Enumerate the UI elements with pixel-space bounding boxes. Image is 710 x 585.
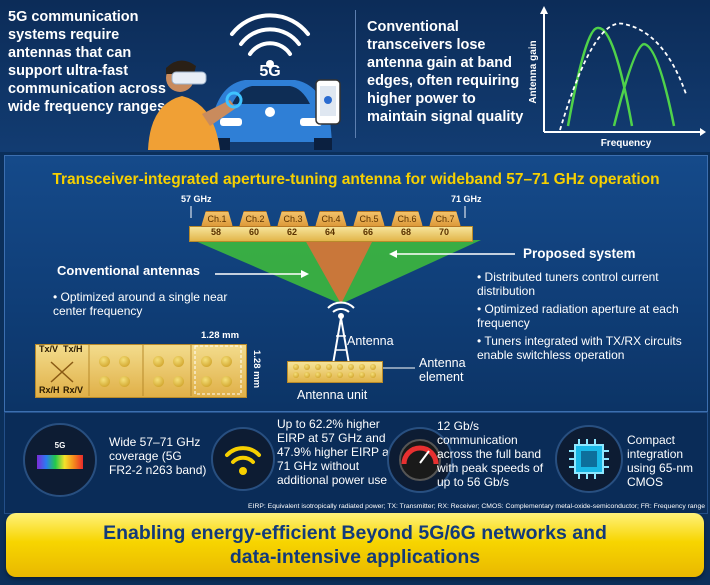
- antenna-unit-label: Antenna unit: [297, 388, 368, 402]
- 5g-badge: 5G: [259, 63, 280, 80]
- banner-line-2: data-intensive applications: [229, 546, 481, 568]
- antenna-element-dot: [348, 364, 354, 370]
- proposed-bullet: • Tuners integrated with TX/RX circuits …: [477, 334, 682, 362]
- car-icon: [210, 80, 332, 150]
- wifi-icon: [211, 427, 275, 491]
- antenna-element-dot: [304, 364, 310, 370]
- board-element-dot: [153, 356, 164, 367]
- dimension-width: 1.28 mm: [201, 330, 240, 341]
- diagram-title: Transceiver-integrated aperture-tuning a…: [52, 171, 660, 188]
- channel-freq-5: 66: [362, 227, 373, 237]
- freq-end-label: 71 GHz: [451, 194, 482, 204]
- antenna-element-dot: [337, 364, 343, 370]
- channel-chip-3: Ch.3: [277, 211, 309, 227]
- antenna-element-dot: [326, 372, 332, 378]
- channel-freq-2: 60: [248, 227, 259, 237]
- proposed-bullet: • Optimized radiation aperture at each f…: [477, 302, 679, 330]
- board-element-dot: [119, 376, 130, 387]
- board-element-dot: [173, 376, 184, 387]
- proposed-bullets: • Distributed tuners control current dis…: [477, 270, 702, 362]
- antenna-element-dot: [370, 372, 376, 378]
- board-element-dot: [153, 376, 164, 387]
- channel-freq-1: 58: [210, 227, 221, 237]
- antenna-element-dot: [326, 364, 332, 370]
- smartphone-icon: [315, 79, 341, 125]
- antenna-element-dot: [293, 372, 299, 378]
- features-strip: 5G Wide 57–71 GHz coverage (5G FR2-2 n26…: [4, 412, 708, 514]
- board-element-dot: [173, 356, 184, 367]
- feature-eirp-text: Up to 62.2% higher EIRP at 57 GHz and 47…: [277, 417, 393, 487]
- antenna-element-dot: [370, 364, 376, 370]
- channel-chip-4: Ch.4: [315, 211, 347, 227]
- conventional-title: Conventional antennas: [57, 263, 201, 278]
- antenna-element-dot: [315, 364, 321, 370]
- conventional-bullet-text: Optimized around a single near center fr…: [53, 290, 228, 318]
- channel-chip-1: Ch.1: [201, 211, 233, 227]
- intro-text: 5G communication systems require antenna…: [8, 9, 166, 115]
- conclusion-banner: Enabling energy-efficient Beyond 5G/6G n…: [6, 513, 704, 577]
- antenna-gain-graph: Antenna gain Frequency: [528, 6, 706, 148]
- antenna-element-dot: [293, 364, 299, 370]
- person-with-vr-icon: [148, 60, 243, 150]
- wifi-signal-icon: [230, 13, 310, 56]
- dimension-height: 1.28 mm: [251, 350, 262, 389]
- port-tx-v: Tx/V: [39, 344, 59, 354]
- board-element-dot: [221, 356, 232, 367]
- radiation-beams: [190, 206, 515, 369]
- top-divider: [355, 10, 356, 138]
- conventional-problem-text: Conventional transceivers lose antenna g…: [367, 19, 524, 125]
- board-cells: [50, 344, 242, 396]
- feature-coverage-text: Wide 57–71 GHz coverage (5G FR2-2 n263 b…: [109, 435, 207, 477]
- enlarged-antenna-board: [35, 344, 247, 398]
- channel-chip-6: Ch.6: [391, 211, 423, 227]
- antenna-tower-icon: [327, 301, 355, 365]
- channel-freq-4: 64: [324, 227, 335, 237]
- port-rx-h: Rx/H: [39, 385, 60, 395]
- 5g-illustration: 5G: [148, 13, 341, 150]
- channel-freq-6: 68: [400, 227, 411, 237]
- footnote: EIRP: Equivalent isotropically radiated …: [248, 503, 705, 510]
- channel-chip-2: Ch.2: [239, 211, 271, 227]
- board-element-dot: [221, 376, 232, 387]
- board-element-dot: [119, 356, 130, 367]
- antenna-element-dot: [337, 372, 343, 378]
- graph-ylabel: Antenna gain: [528, 40, 539, 103]
- antenna-element-dot: [315, 372, 321, 378]
- system-diagram-panel: Transceiver-integrated aperture-tuning a…: [4, 155, 708, 412]
- antenna-element-dot: [348, 372, 354, 378]
- antenna-element-dot: [359, 372, 365, 378]
- feature-cmos-text: Compact integration using 65-nm CMOS: [627, 433, 694, 489]
- freq-start-label: 57 GHz: [181, 194, 212, 204]
- antenna-label: Antenna: [347, 334, 394, 348]
- feature-throughput-text: 12 Gb/s communication across the full ba…: [437, 419, 544, 489]
- channel-freq-7: 70: [438, 227, 449, 237]
- channel-freq-3: 62: [286, 227, 297, 237]
- antenna-element-dot: [304, 372, 310, 378]
- spectrum-5g-icon: 5G: [23, 423, 97, 497]
- channel-chip-7: Ch.7: [429, 211, 461, 227]
- board-element-dot: [99, 376, 110, 387]
- antenna-unit-board: [287, 361, 383, 383]
- board-element-dot: [201, 376, 212, 387]
- conventional-bullet: • Optimized around a single near center …: [53, 290, 228, 318]
- banner-line-1: Enabling energy-efficient Beyond 5G/6G n…: [103, 522, 607, 544]
- top-section: 5G communication systems require antenna…: [0, 0, 710, 152]
- speedometer-icon: [387, 427, 453, 493]
- graph-xlabel: Frequency: [601, 138, 652, 148]
- proposed-bullet: • Distributed tuners control current dis…: [477, 270, 659, 298]
- port-rx-v: Rx/V: [63, 385, 84, 395]
- cmos-chip-icon: [555, 425, 623, 493]
- antenna-element-label: Antenna element: [419, 356, 466, 384]
- board-element-dot: [201, 356, 212, 367]
- port-tx-h: Tx/H: [63, 344, 83, 354]
- proposed-title: Proposed system: [523, 246, 636, 261]
- antenna-element-dot: [359, 364, 365, 370]
- board-element-dot: [99, 356, 110, 367]
- channel-chip-5: Ch.5: [353, 211, 385, 227]
